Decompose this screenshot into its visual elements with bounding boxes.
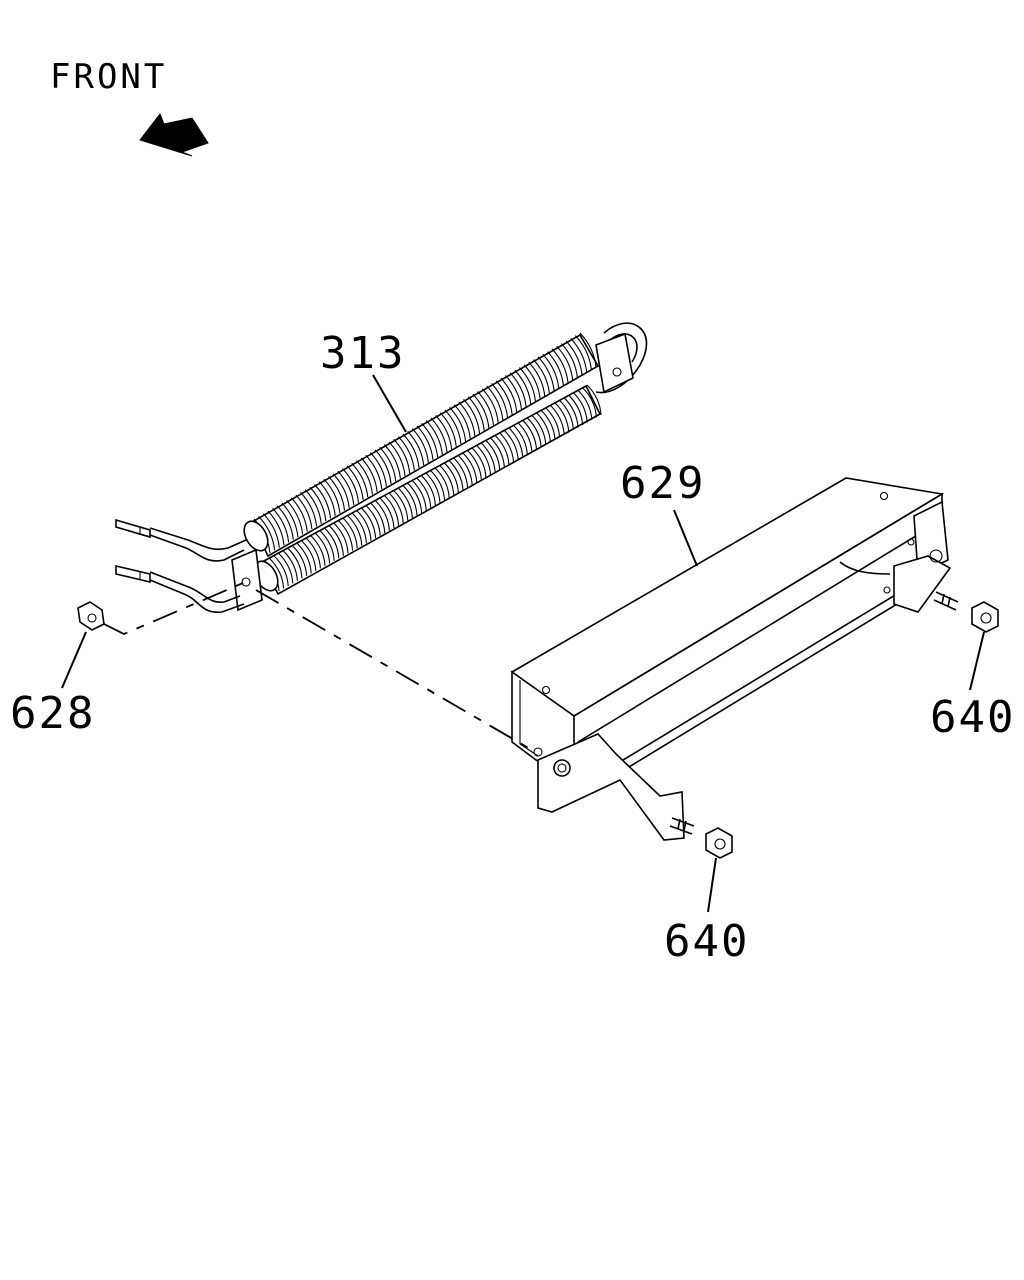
part-label-629: 629 (620, 458, 705, 509)
assembly-line-313 (255, 589, 533, 751)
arrow-up-left-icon (139, 112, 209, 157)
leader-629 (673, 509, 698, 567)
part-label-313: 313 (320, 328, 405, 379)
part-label-640-right: 640 (930, 692, 1015, 743)
nut-628 (77, 601, 105, 631)
leader-640-right (969, 631, 985, 691)
part-label-640-front: 640 (664, 916, 749, 967)
front-label: FRONT (50, 57, 167, 97)
leader-628 (61, 631, 87, 689)
bracket-629 (510, 477, 959, 841)
nut-640-front (705, 827, 733, 859)
part-label-628: 628 (10, 688, 95, 739)
nut-640-right (971, 601, 999, 633)
leader-640-front (707, 857, 717, 913)
assembly-line-628 (103, 579, 251, 635)
oil-cooler-313 (115, 322, 648, 613)
leader-313 (372, 374, 407, 433)
